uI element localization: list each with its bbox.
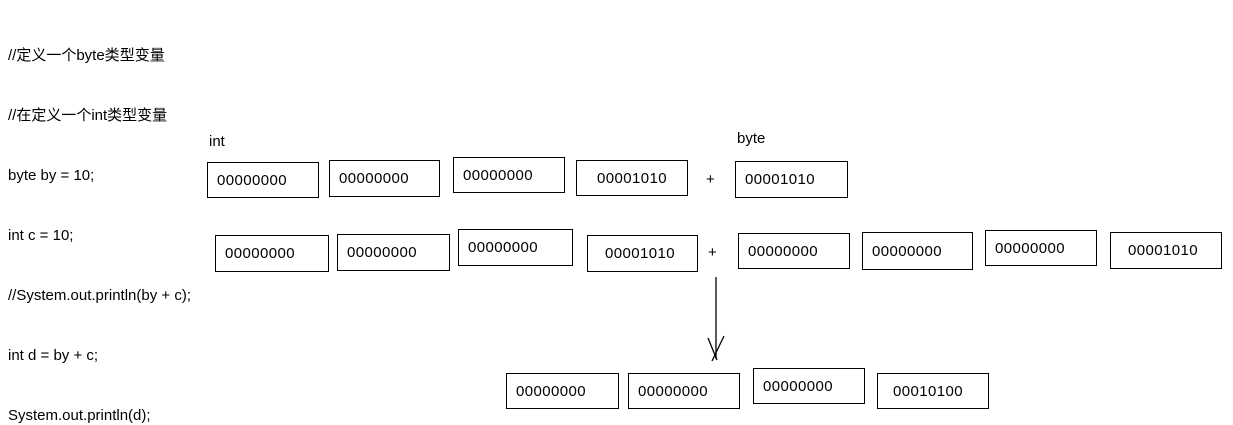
- byte-box-left-1: 00000000: [337, 234, 450, 271]
- code-line: //定义一个byte类型变量: [8, 47, 165, 64]
- int-type-label: int: [209, 133, 225, 150]
- byte-box-byte-0: 00001010: [735, 161, 848, 198]
- code-line: int d = by + c;: [8, 347, 99, 364]
- byte-box-left-0: 00000000: [215, 235, 329, 272]
- code-line: //System.out.println(by + c);: [8, 287, 191, 304]
- byte-type-label: byte: [737, 130, 766, 147]
- byte-box-right-0: 00000000: [738, 233, 850, 269]
- byte-box-int-0: 00000000: [207, 162, 319, 198]
- byte-box-result-2: 00000000: [753, 368, 865, 404]
- byte-box-result-3: 00010100: [877, 373, 989, 409]
- byte-box-int-2: 00000000: [453, 157, 565, 193]
- code-line: int c = 10;: [8, 227, 74, 244]
- byte-box-right-3: 00001010: [1110, 232, 1222, 269]
- plus-operator-row2: +: [708, 244, 717, 261]
- byte-box-left-2: 00000000: [458, 229, 573, 266]
- code-line: System.out.println(d);: [8, 407, 151, 424]
- arrow-down-icon: [707, 277, 725, 362]
- byte-box-int-1: 00000000: [329, 160, 440, 197]
- byte-box-int-3: 00001010: [576, 160, 688, 196]
- code-block: //定义一个byte类型变量 //在定义一个int类型变量 byte by = …: [8, 6, 191, 425]
- code-line: byte by = 10;: [8, 167, 95, 184]
- plus-operator-row1: +: [706, 171, 715, 188]
- byte-box-result-0: 00000000: [506, 373, 619, 409]
- code-line: //在定义一个int类型变量: [8, 107, 168, 124]
- byte-box-left-3: 00001010: [587, 235, 698, 272]
- byte-box-result-1: 00000000: [628, 373, 740, 409]
- byte-box-right-1: 00000000: [862, 232, 973, 270]
- byte-box-right-2: 00000000: [985, 230, 1097, 266]
